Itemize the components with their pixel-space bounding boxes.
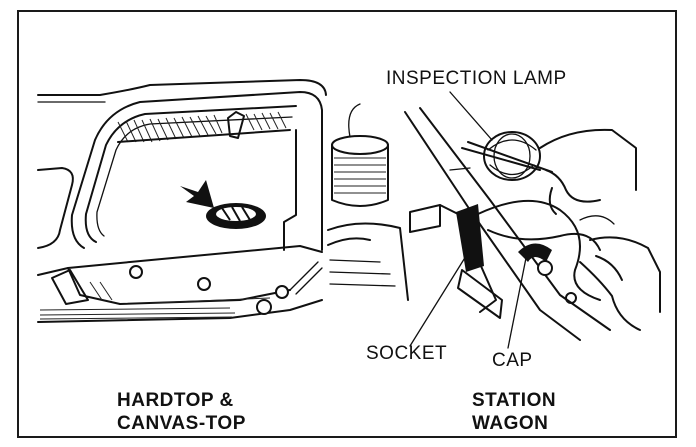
socket-body: [456, 204, 484, 272]
roof-hatch: [117, 111, 291, 143]
cap-leader-line: [507, 257, 527, 349]
roof-clip: [227, 111, 245, 139]
lamp-leader-line: [449, 91, 493, 141]
hands: [539, 128, 661, 331]
inspection-lamp: [461, 131, 553, 181]
socket-leader-line: [409, 255, 467, 347]
bolts: [129, 265, 289, 315]
cap-label: CAP: [492, 350, 533, 371]
arrow-icon: [180, 180, 214, 208]
cap-part: [518, 243, 552, 262]
wagon-caption-line1: STATION: [472, 390, 557, 411]
lamp-access-cover: [206, 203, 266, 229]
floor-hatch: [39, 281, 271, 320]
figure-border: [17, 10, 677, 438]
wagon-caption-line2: WAGON: [472, 413, 549, 434]
hardtop-caption-line1: HARDTOP &: [117, 390, 234, 411]
socket-label: SOCKET: [366, 343, 448, 364]
hardtop-caption-line2: CANVAS-TOP: [117, 413, 246, 434]
inspection-lamp-label: INSPECTION LAMP: [386, 68, 567, 89]
cylinder: [327, 103, 409, 301]
